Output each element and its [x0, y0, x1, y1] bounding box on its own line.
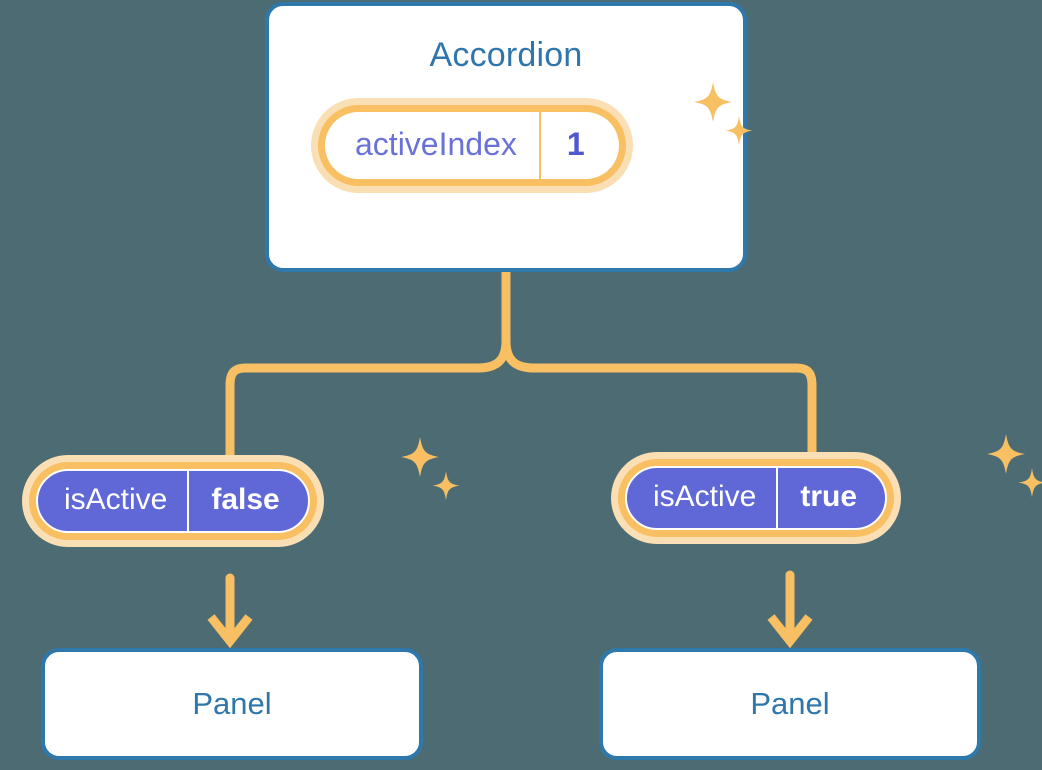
chip-ring-inner: isActive false [29, 462, 317, 540]
chip-ring-inner: isActive true [618, 459, 895, 537]
sparkle-group-left [401, 437, 460, 501]
chip-ring-outer: isActive true [611, 452, 902, 544]
sparkle-small-icon [1018, 468, 1042, 498]
chip-ring-inner: activeIndex 1 [318, 105, 626, 186]
chip-value-label: true [800, 480, 858, 513]
chip-value-label: 1 [566, 126, 585, 162]
sparkle-large-icon [987, 434, 1025, 474]
chip-body: activeIndex 1 [325, 112, 619, 179]
wire-branch-left [225, 336, 511, 465]
sparkle-large-icon [401, 437, 439, 477]
node-panel-left[interactable]: Panel [41, 648, 423, 760]
chip-body: isActive false [36, 469, 310, 533]
wire-branch-right [501, 336, 817, 461]
state-chip-isactive-left[interactable]: isActive false [22, 455, 324, 547]
sparkle-small-icon [432, 471, 460, 501]
chip-key-label: activeIndex [325, 112, 541, 179]
chip-value-label: false [211, 483, 280, 516]
arrowhead-left [207, 614, 253, 649]
chip-key-label: isActive [627, 468, 779, 528]
chip-body: isActive true [625, 466, 888, 530]
state-chip-activeindex[interactable]: activeIndex 1 [311, 98, 633, 193]
arrowhead-right [767, 614, 813, 649]
panel-title: Panel [750, 686, 830, 721]
panel-title: Panel [192, 686, 272, 721]
chip-key-label: isActive [38, 471, 190, 531]
sparkle-group-right [987, 434, 1042, 498]
chip-ring-outer: isActive false [22, 455, 324, 547]
node-panel-right[interactable]: Panel [599, 648, 981, 760]
accordion-title: Accordion [429, 36, 583, 74]
chip-ring-outer: activeIndex 1 [311, 98, 633, 193]
state-chip-isactive-right[interactable]: isActive true [611, 452, 902, 544]
